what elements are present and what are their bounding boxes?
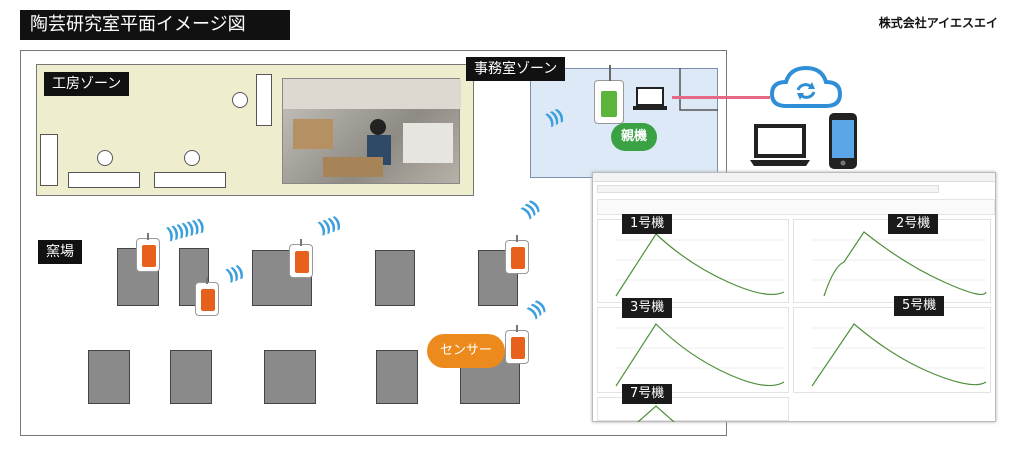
- page-title: 陶芸研究室平面イメージ図: [20, 10, 290, 40]
- kiln: [376, 350, 418, 404]
- temperature-chart: [637, 405, 675, 423]
- workshop-shelf: [256, 74, 272, 126]
- network-link: [672, 96, 770, 99]
- kiln: [264, 350, 316, 404]
- workshop-zone-label: 工房ゾーン: [44, 72, 130, 96]
- sensor-icon: [195, 277, 219, 316]
- sensor-label: センサー: [427, 334, 505, 368]
- workshop-stool: [97, 150, 113, 166]
- laptop-icon: [750, 124, 810, 166]
- sensor-icon: [136, 233, 160, 272]
- machine-label: 1号機: [622, 214, 673, 234]
- machine-label: 3号機: [622, 298, 673, 318]
- sensor-icon: [505, 325, 529, 364]
- kiln-area-label: 窯場: [38, 240, 82, 264]
- temperature-chart: [812, 231, 987, 297]
- machine-label: 5号機: [894, 296, 945, 316]
- machine-label: 2号機: [888, 214, 939, 234]
- workshop-stool: [232, 92, 248, 108]
- workshop-table: [154, 172, 226, 188]
- office-wall-line: [679, 68, 718, 111]
- temperature-chart: [615, 323, 785, 387]
- kiln: [179, 248, 209, 306]
- machine-label: 7号機: [622, 384, 673, 404]
- workshop-shelf: [40, 134, 58, 186]
- workshop-table: [68, 172, 140, 188]
- kiln: [375, 250, 415, 306]
- company-name: 株式会社アイエスエイ: [878, 16, 998, 30]
- workshop-stool: [184, 150, 200, 166]
- laptop-icon: [633, 87, 667, 110]
- workshop-photo: [282, 78, 461, 184]
- office-zone-label: 事務室ゾーン: [466, 57, 566, 81]
- chart-panel: [597, 307, 789, 393]
- chart-panel: [793, 307, 991, 393]
- sensor-icon: [289, 239, 313, 278]
- sensor-icon: [505, 235, 529, 274]
- temperature-chart: [615, 233, 785, 297]
- parent-unit-icon: [594, 65, 624, 124]
- smartphone-icon: [829, 113, 857, 169]
- kiln: [88, 350, 130, 404]
- temperature-chart: [811, 323, 987, 387]
- cloud-sync-icon: [769, 65, 843, 108]
- workshop-photo-illustration: [283, 79, 461, 177]
- parent-unit-label: 親機: [611, 123, 657, 151]
- kiln: [170, 350, 212, 404]
